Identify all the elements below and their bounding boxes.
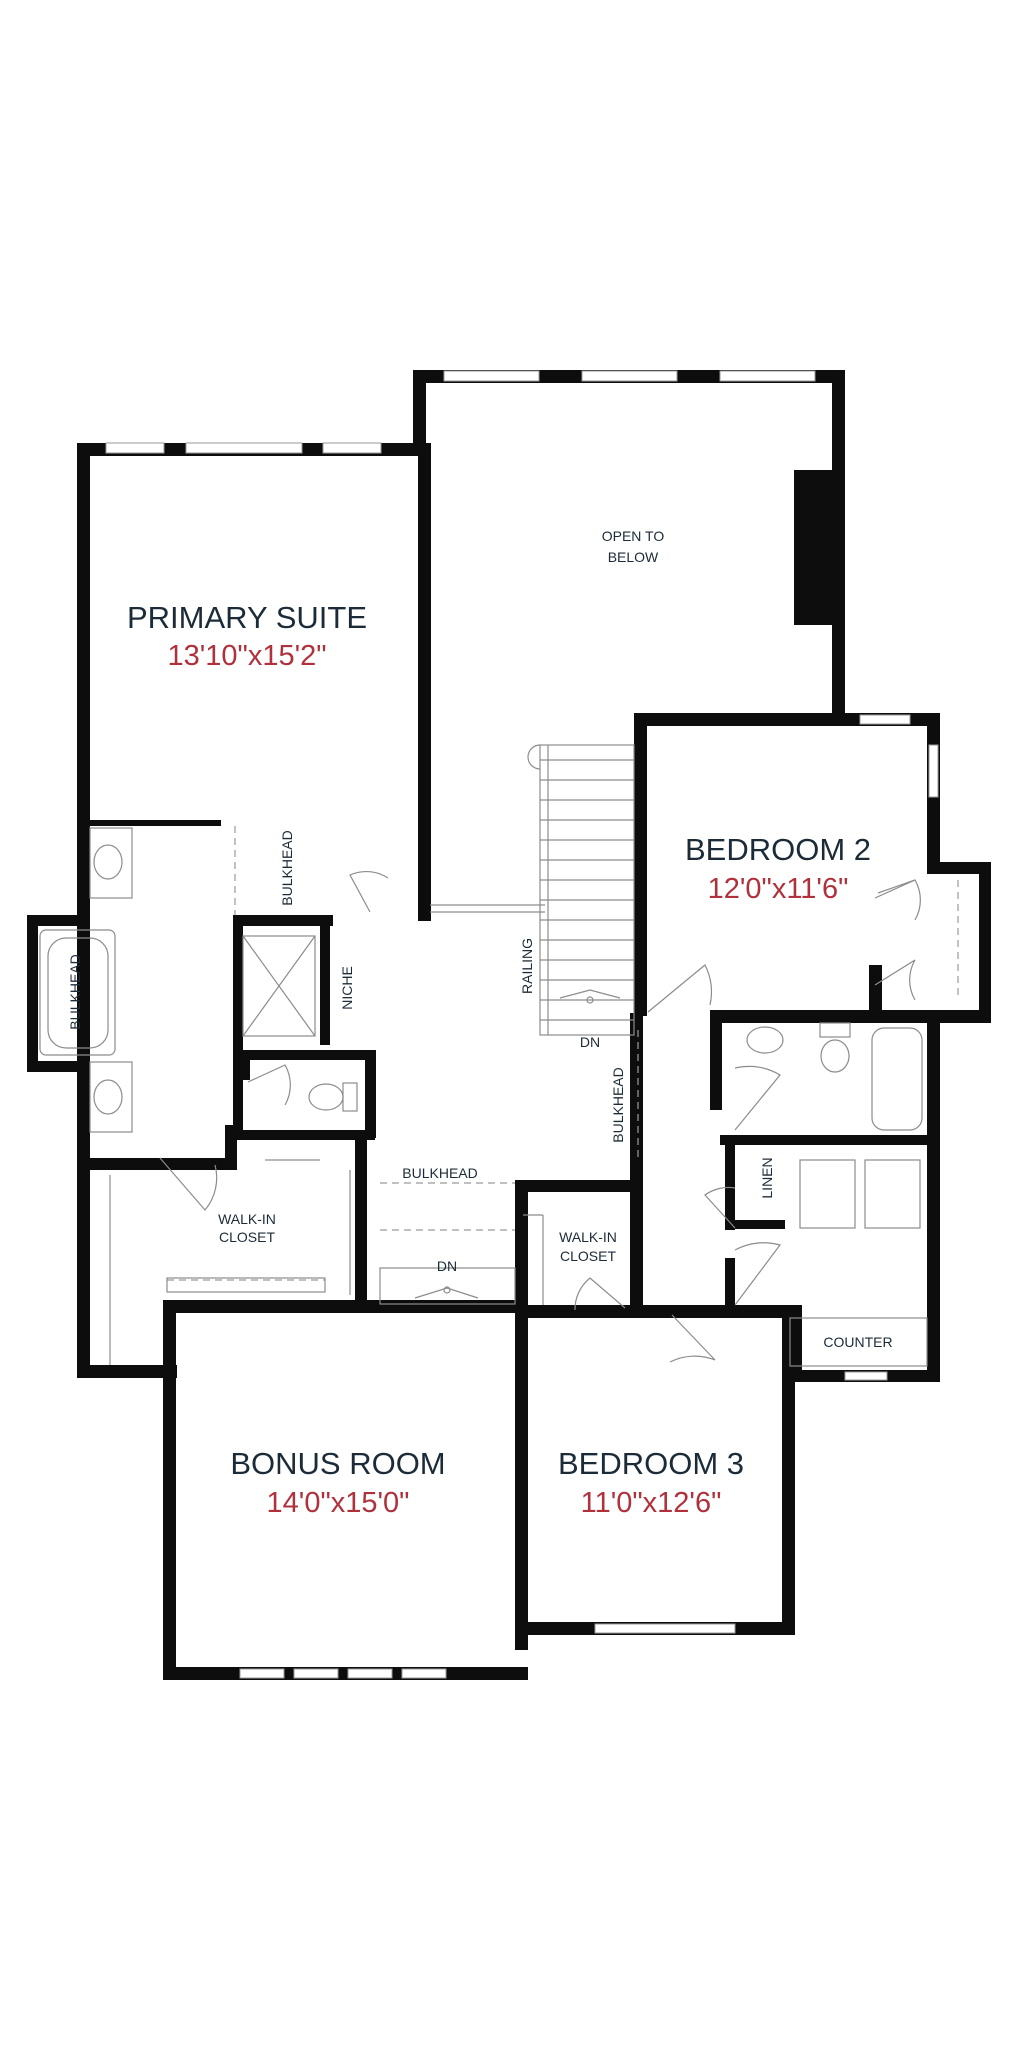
bedroom-2-name: BEDROOM 2	[685, 832, 871, 867]
bulkhead-label-hall: BULKHEAD	[610, 1067, 626, 1142]
walls	[27, 370, 991, 1680]
stair-down-lower: DN	[437, 1258, 457, 1274]
staircase	[379, 744, 635, 1305]
counter-label: COUNTER	[823, 1334, 892, 1350]
primary-suite-name: PRIMARY SUITE	[127, 600, 367, 635]
bulkhead-label-ensuite: BULKHEAD	[279, 830, 295, 905]
primary-suite-dim: 13'10"x15'2"	[167, 640, 326, 672]
bedroom-3-name: BEDROOM 3	[558, 1446, 744, 1481]
walk-in-closet-bed3-1: WALK-IN	[559, 1229, 617, 1245]
bedroom-3-dim: 11'0"x12'6"	[581, 1487, 722, 1519]
bonus-room-name: BONUS ROOM	[230, 1446, 445, 1481]
linen-label: LINEN	[759, 1157, 775, 1198]
walk-in-closet-bed3-2: CLOSET	[560, 1248, 616, 1264]
niche-label: NICHE	[339, 966, 355, 1010]
stair-down-upper: DN	[580, 1034, 600, 1050]
open-to-below-line-1: OPEN TO	[602, 528, 665, 544]
walk-in-closet-primary-1: WALK-IN	[218, 1211, 276, 1227]
bulkhead-label-lower: BULKHEAD	[402, 1165, 477, 1181]
bedroom-2-dim: 12'0"x11'6"	[708, 873, 849, 905]
railing-label: RAILING	[519, 938, 535, 994]
windows	[105, 370, 939, 1679]
open-to-below-line-2: BELOW	[608, 549, 659, 565]
room-labels: PRIMARY SUITE 13'10"x15'2" BEDROOM 2 12'…	[127, 600, 871, 1519]
walk-in-closet-primary-2: CLOSET	[219, 1229, 275, 1245]
fixtures	[39, 826, 959, 1367]
bulkhead-label-tub: BULKHEAD	[67, 954, 83, 1029]
bonus-room-dim: 14'0"x15'0"	[267, 1487, 410, 1519]
annotation-labels: OPEN TO BELOW BULKHEAD BULKHEAD NICHE RA…	[67, 528, 893, 1350]
